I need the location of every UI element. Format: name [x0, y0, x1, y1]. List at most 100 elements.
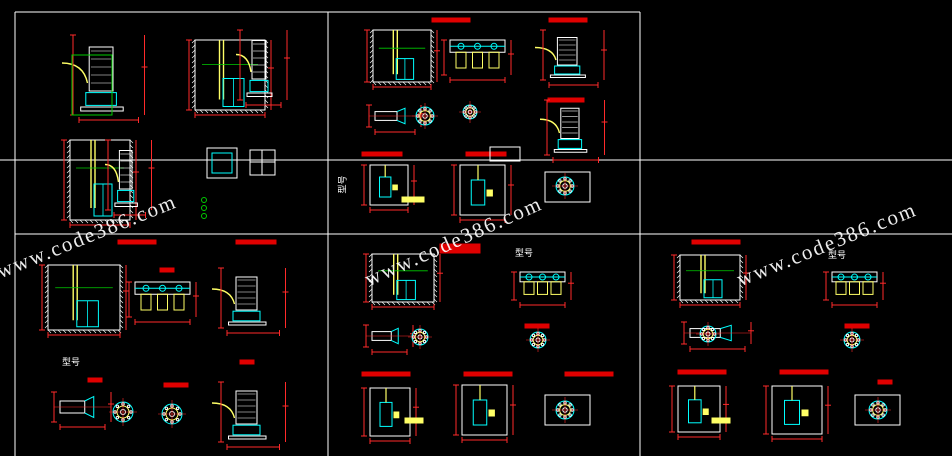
- hatch: [368, 258, 373, 263]
- plan-column: [157, 293, 168, 311]
- hatch: [430, 44, 435, 49]
- hatch: [368, 293, 373, 298]
- base-plate: [553, 149, 588, 153]
- hatch: [191, 49, 196, 54]
- pit-outline: [194, 39, 266, 111]
- hatch: [433, 253, 438, 258]
- plan-column: [455, 51, 467, 69]
- hatch: [204, 109, 209, 114]
- elbow-pipe: [534, 46, 557, 61]
- hatch: [411, 301, 416, 306]
- title-bar: [235, 239, 277, 245]
- hatch: [62, 329, 67, 334]
- hatch: [119, 304, 124, 309]
- base-plate: [80, 106, 124, 112]
- hatch: [129, 209, 134, 214]
- base-plate: [228, 321, 267, 326]
- elbow-pipe: [211, 402, 236, 419]
- plan-square: [206, 147, 238, 179]
- hatch: [119, 299, 124, 304]
- hatch: [191, 74, 196, 79]
- bolt-hole: [568, 189, 572, 193]
- hatch: [739, 289, 744, 294]
- hatch: [66, 209, 71, 214]
- title-bar: [159, 267, 175, 273]
- motor-housing: [251, 40, 267, 80]
- pit-outline: [372, 29, 432, 83]
- type-label-vertical: 型号: [338, 175, 349, 194]
- hatch: [44, 299, 49, 304]
- hatch: [433, 293, 438, 298]
- float-switch: [801, 409, 809, 417]
- bolt-hole: [164, 417, 169, 422]
- plan-square-inner: [211, 152, 233, 174]
- pump-volute: [232, 310, 261, 322]
- plan-valve: [837, 273, 845, 281]
- bolt-hole: [558, 189, 562, 193]
- hatch: [124, 219, 129, 224]
- bolt-hole: [531, 333, 536, 338]
- hatch: [209, 109, 214, 114]
- hatch: [66, 169, 71, 174]
- bolt-hole: [126, 404, 131, 409]
- hatch: [371, 301, 376, 306]
- bolt-hole: [428, 109, 432, 113]
- hatch: [739, 269, 744, 274]
- flange-box: [854, 394, 901, 426]
- hatch: [430, 34, 435, 39]
- bolt-hole: [871, 413, 875, 417]
- bowl-pump: [472, 399, 488, 426]
- bolt-hole: [164, 406, 169, 411]
- pit-outline: [371, 253, 435, 303]
- hatch: [433, 258, 438, 263]
- bolt-hole: [540, 333, 545, 338]
- flange-box: [544, 171, 591, 203]
- hatch: [66, 149, 71, 154]
- hatch: [369, 74, 374, 79]
- hatch: [402, 81, 407, 86]
- bowl-pump: [470, 179, 486, 206]
- hatch: [66, 199, 71, 204]
- hatch: [239, 109, 244, 114]
- title-bar: [361, 371, 411, 377]
- hatch: [66, 159, 71, 164]
- hatch: [119, 264, 124, 269]
- hatch: [224, 109, 229, 114]
- bolt-hole: [558, 403, 562, 407]
- hatch: [67, 329, 72, 334]
- float-switch: [702, 408, 709, 416]
- hatch: [430, 59, 435, 64]
- hatch: [739, 259, 744, 264]
- bolt-hole: [871, 403, 875, 407]
- bolt-hole: [413, 339, 418, 344]
- hatch: [234, 109, 239, 114]
- hatch: [66, 189, 71, 194]
- motor-housing: [118, 150, 133, 190]
- hatch: [368, 283, 373, 288]
- hatch: [74, 219, 79, 224]
- pump-volute: [232, 424, 261, 436]
- hatch: [369, 29, 374, 34]
- bowl-pit: [369, 387, 411, 437]
- bolt-hole: [428, 119, 432, 123]
- title-bar: [547, 97, 585, 103]
- hatch: [191, 44, 196, 49]
- title-bar: [361, 151, 403, 157]
- hatch: [254, 109, 259, 114]
- hatch: [57, 329, 62, 334]
- plan-column: [550, 281, 562, 295]
- hatch: [191, 39, 196, 44]
- plan-valve: [474, 42, 481, 50]
- hatch: [392, 81, 397, 86]
- marker-dot: [201, 205, 207, 211]
- hatch: [416, 301, 421, 306]
- base-plate: [114, 202, 138, 207]
- plan-valve: [552, 273, 560, 281]
- float-switch: [488, 409, 495, 417]
- hatch: [44, 294, 49, 299]
- float-switch: [392, 184, 398, 191]
- hatch: [396, 301, 401, 306]
- hatch: [66, 174, 71, 179]
- hatch: [369, 44, 374, 49]
